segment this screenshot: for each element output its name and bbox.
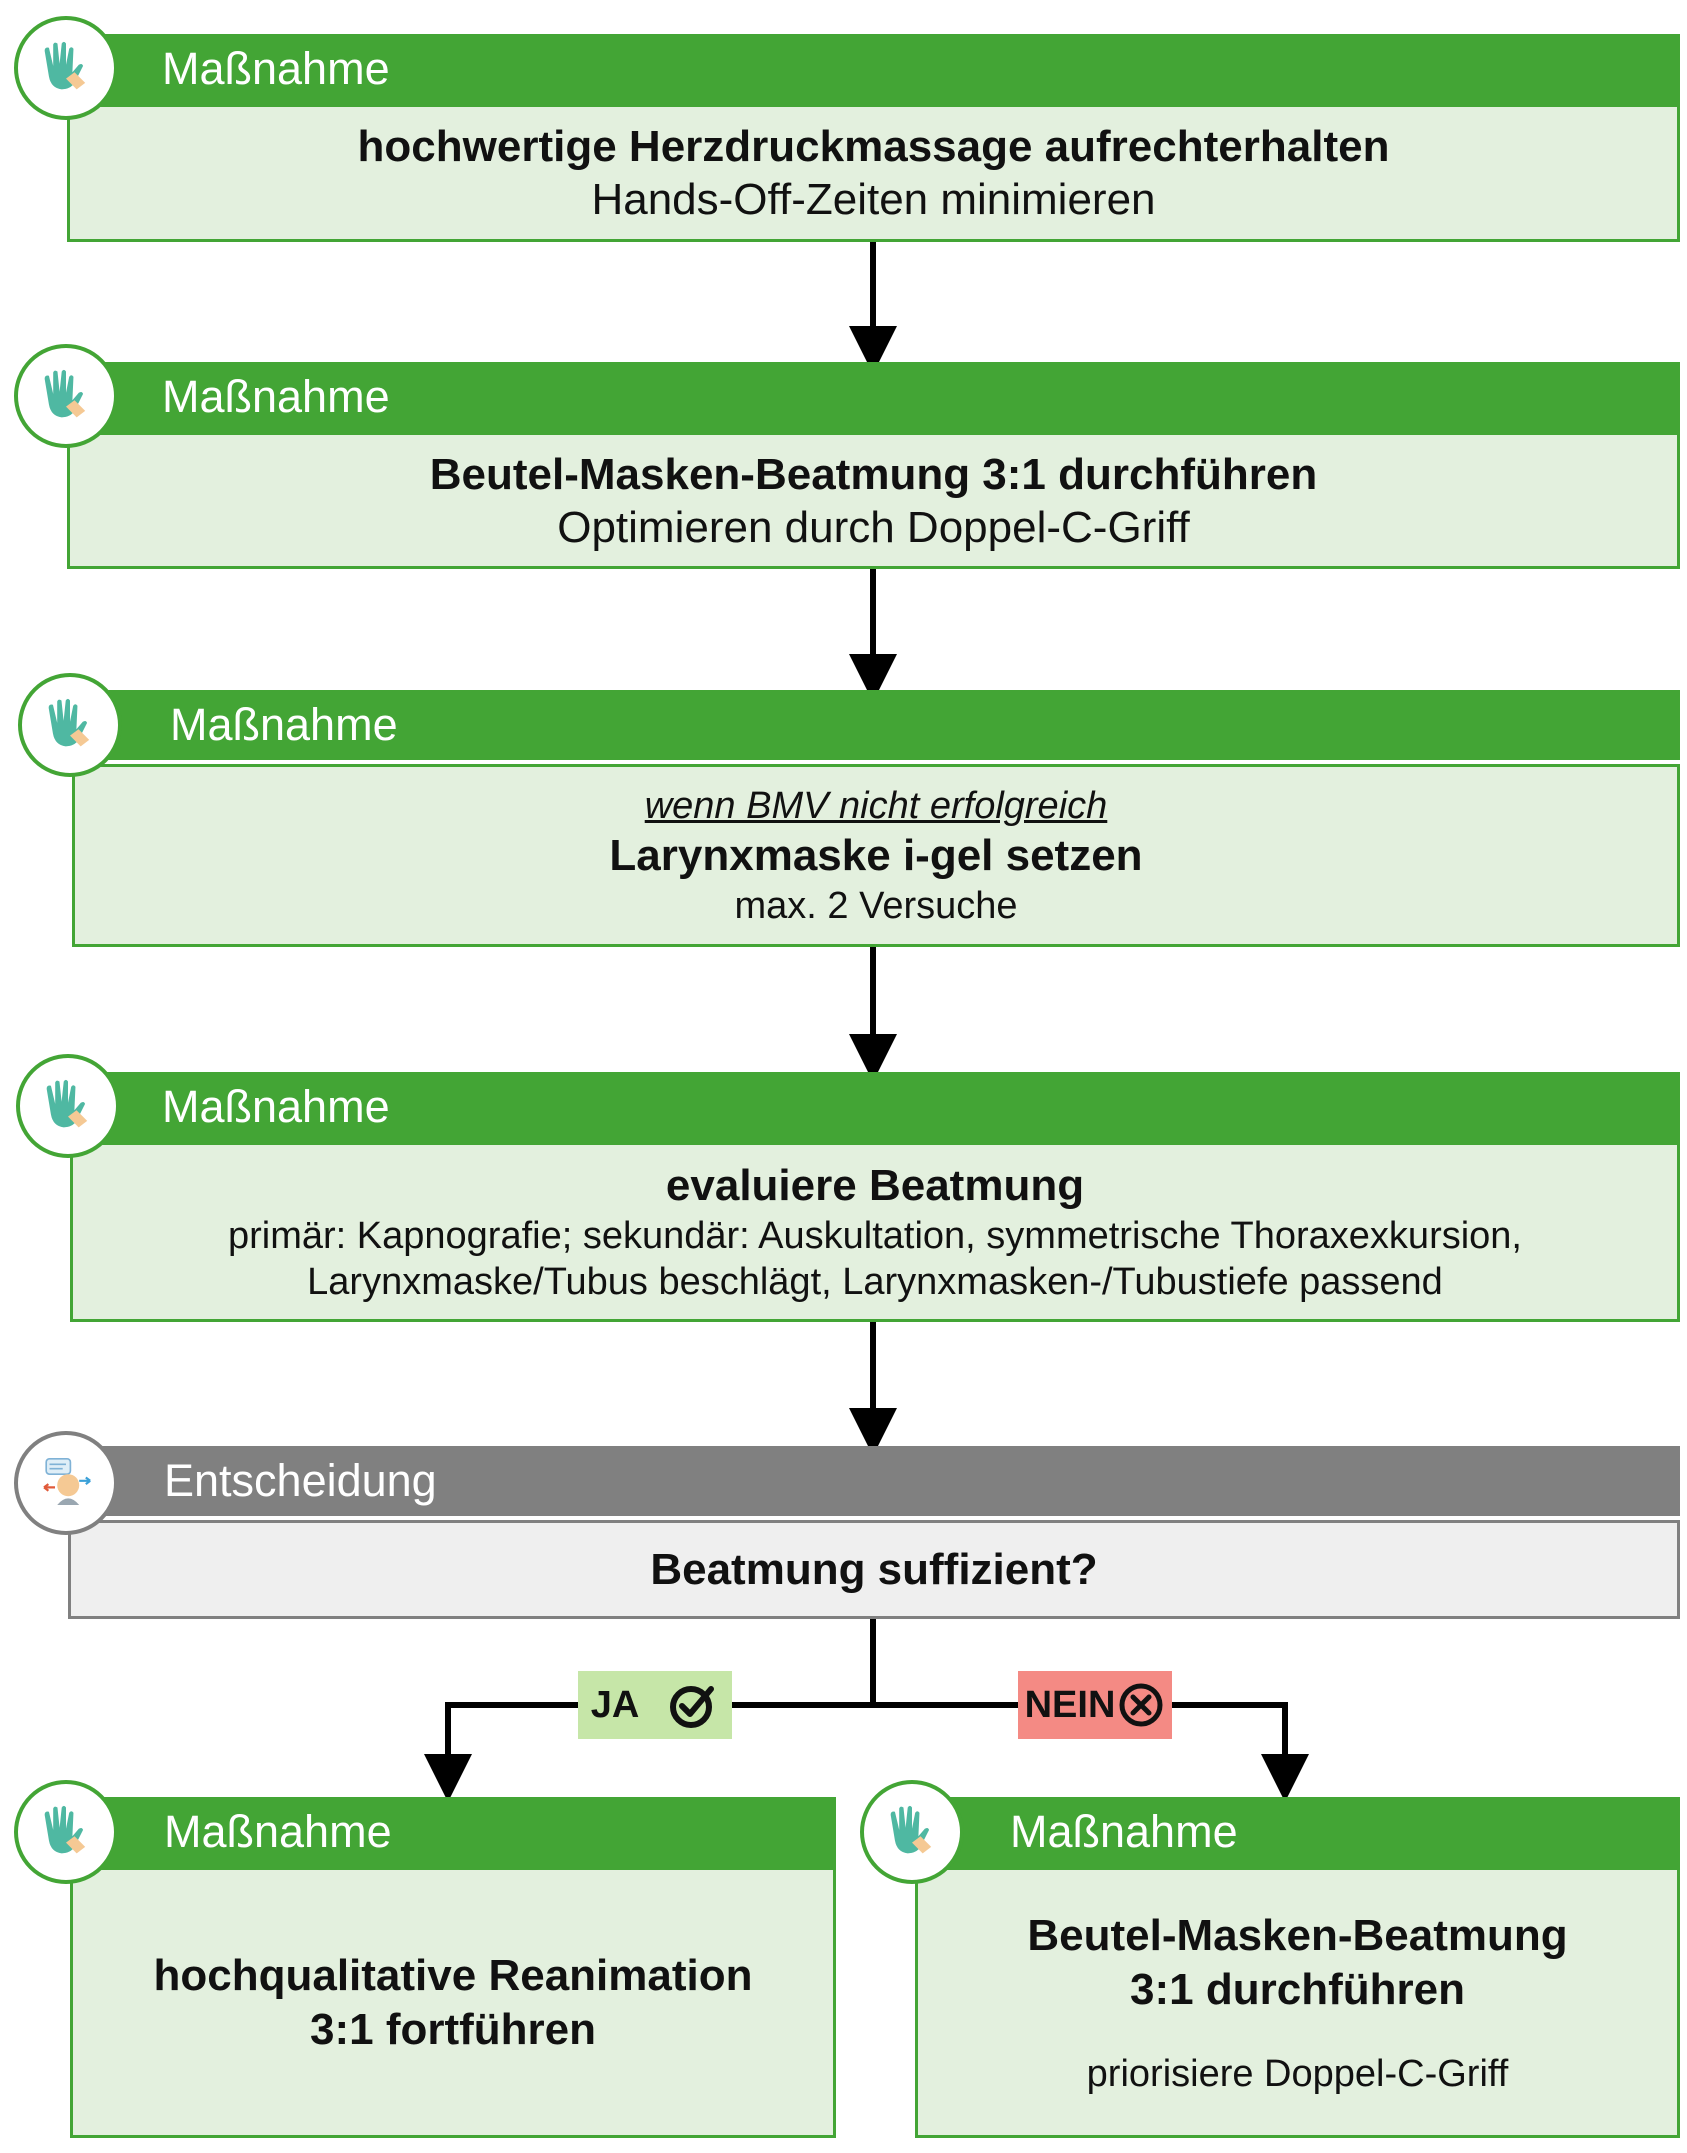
x-circle-icon <box>1119 1683 1163 1727</box>
node-title: Larynxmaske i-gel setzen <box>609 830 1143 880</box>
no-label: NEIN <box>1024 1683 1116 1726</box>
node-title-line-1: hochqualitative Reanimation <box>153 1950 753 2000</box>
arrow-no <box>873 1702 1309 1802</box>
node-subtitle: max. 2 Versuche <box>734 884 1018 927</box>
node-title-line-2: 3:1 fortführen <box>310 2004 596 2054</box>
node-header: Maßnahme <box>915 1797 1680 1867</box>
node-subtitle: priorisiere Doppel-C-Griff <box>1086 2052 1509 2095</box>
action-node-1: Maßnahme hochwertige Herzdruckmassage au… <box>67 34 1680 242</box>
node-body: hochwertige Herzdruckmassage aufrechterh… <box>67 104 1680 242</box>
node-header: Entscheidung <box>68 1446 1680 1516</box>
node-subtitle-line-1: primär: Kapnografie; sekundär: Auskultat… <box>227 1215 1522 1257</box>
gloved-hands-icon <box>14 1780 118 1884</box>
node-title: evaluiere Beatmung <box>665 1161 1085 1210</box>
decision-node: Entscheidung Beatmung suffizient? <box>68 1446 1680 1619</box>
action-node-3: Maßnahme wenn BMV nicht erfolgreich Lary… <box>72 690 1680 947</box>
action-node-2: Maßnahme Beutel-Masken-Beatmung 3:1 durc… <box>67 362 1680 569</box>
no-tag: NEIN <box>1018 1671 1172 1739</box>
node-title: Beutel-Masken-Beatmung 3:1 durchführen <box>429 449 1318 499</box>
gloved-hands-icon <box>14 16 118 120</box>
gloved-hands-icon <box>16 1054 120 1158</box>
node-subtitle-line-2: Larynxmaske/Tubus beschlägt, Larynxmaske… <box>307 1261 1443 1303</box>
check-circle-icon <box>670 1686 715 1728</box>
node-subtitle: Optimieren durch Doppel-C-Griff <box>557 502 1190 552</box>
node-body: wenn BMV nicht erfolgreich Larynxmaske i… <box>72 764 1680 947</box>
yes-label: JA <box>590 1683 640 1726</box>
gloved-hands-icon <box>860 1780 964 1884</box>
action-node-no: Maßnahme Beutel-Masken-Beatmung 3:1 durc… <box>915 1797 1680 2138</box>
node-body: evaluiere Beatmung primär: Kapnografie; … <box>70 1142 1680 1322</box>
gloved-hands-icon <box>18 673 122 777</box>
action-node-yes: Maßnahme hochqualitative Reanimation 3:1… <box>70 1797 836 2138</box>
node-body: hochqualitative Reanimation 3:1 fortführ… <box>70 1867 836 2138</box>
node-header: Maßnahme <box>72 690 1680 760</box>
node-condition: wenn BMV nicht erfolgreich <box>644 784 1108 827</box>
node-body: Beatmung suffizient? <box>68 1520 1680 1619</box>
node-header: Maßnahme <box>70 1797 836 1867</box>
node-body: Beutel-Masken-Beatmung 3:1 durchführen O… <box>67 432 1680 569</box>
decision-question: Beatmung suffizient? <box>650 1544 1098 1594</box>
node-header: Maßnahme <box>67 362 1680 432</box>
decision-person-icon <box>14 1431 118 1535</box>
node-title-line-1: Beutel-Masken-Beatmung <box>1027 1910 1568 1960</box>
yes-tag: JA <box>578 1671 732 1739</box>
node-header: Maßnahme <box>67 34 1680 104</box>
node-body: Beutel-Masken-Beatmung 3:1 durchführen p… <box>915 1867 1680 2138</box>
node-title: hochwertige Herzdruckmassage aufrechterh… <box>357 122 1390 171</box>
node-title-line-2: 3:1 durchführen <box>1130 1964 1465 2014</box>
action-node-4: Maßnahme evaluiere Beatmung primär: Kapn… <box>70 1072 1680 1322</box>
gloved-hands-icon <box>14 344 118 448</box>
node-subtitle: Hands-Off-Zeiten minimieren <box>591 175 1156 224</box>
node-header: Maßnahme <box>70 1072 1680 1142</box>
